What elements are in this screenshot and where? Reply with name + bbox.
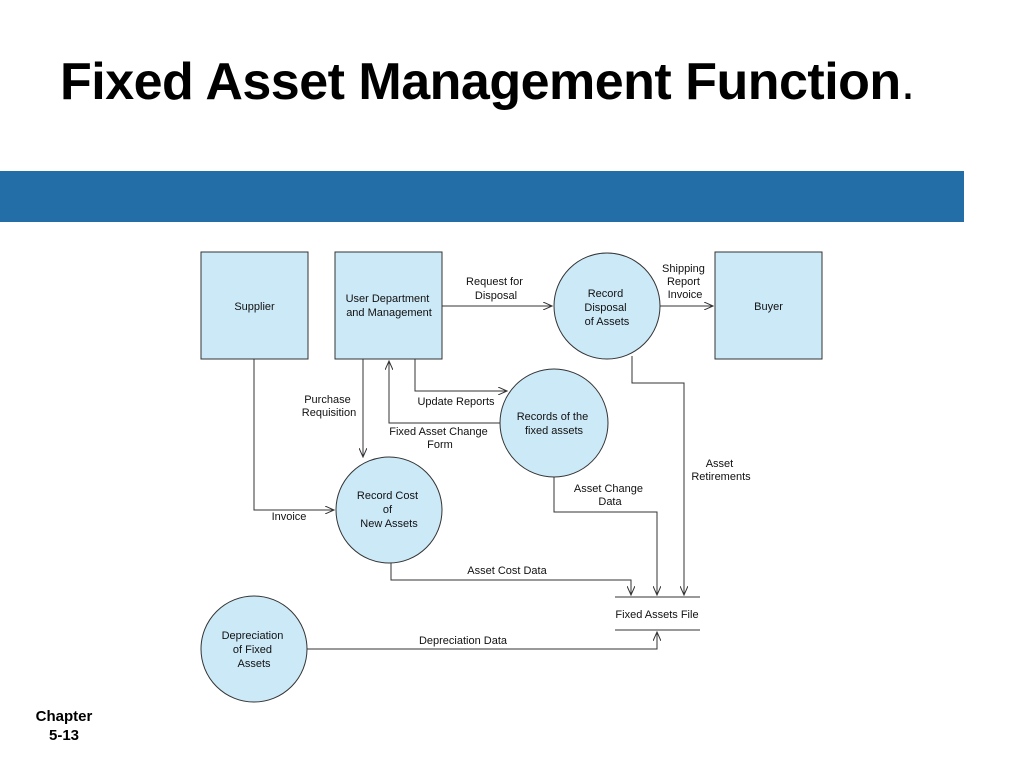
flow-label-depreciation-data: Depreciation Data (419, 635, 508, 647)
flow-label-invoice: Invoice (272, 511, 307, 523)
flow-label-asset-change-data: Asset Change Data (574, 483, 646, 508)
chapter-number: 5-13 (48, 727, 80, 744)
slide-title: Fixed Asset Management Function. (60, 52, 915, 112)
flow-asset-change-data (553, 477, 657, 595)
flow-asset-retirements (631, 356, 684, 595)
depreciation-label: Depreciation of Fixed Assets (222, 630, 287, 670)
flow-label-fixed-asset-change-form: Fixed Asset Change Form (389, 426, 491, 451)
flow-fixed-asset-change-form (389, 361, 500, 424)
record-disposal-label: Record Disposal of Assets (584, 288, 629, 328)
flow-asset-cost-data (390, 563, 631, 595)
record-cost-label: Record Cost of New Assets (357, 490, 421, 530)
buyer-entity (714, 251, 823, 360)
data-store-label: Fixed Assets File (615, 609, 698, 621)
header-band (0, 171, 964, 222)
flow-label-purchase-requisition: Purchase Requisition (302, 394, 356, 419)
flow-update-reports (414, 359, 507, 391)
slide-title-period: . (900, 53, 915, 111)
flow-depreciation-data (307, 632, 657, 650)
buyer-label: Buyer (754, 301, 783, 313)
flow-label-shipping-report: Shipping Report Invoice (662, 263, 708, 301)
flow-label-asset-retirements: Asset Retirements (691, 458, 751, 483)
flow-label-update-reports: Update Reports (417, 396, 495, 408)
user-department-entity (334, 251, 443, 360)
chapter-label: Chapter (35, 708, 93, 725)
records-fixed-assets-process (499, 368, 609, 478)
slide-title-text: Fixed Asset Management Function (60, 53, 901, 111)
flow-label-request-disposal: Request for Disposal (466, 276, 526, 302)
flow-invoice (253, 359, 334, 510)
supplier-label: Supplier (234, 301, 275, 313)
supplier-entity (200, 251, 309, 360)
user-department-label: User Department and Management (346, 293, 433, 319)
records-fixed-assets-label: Records of the fixed assets (517, 411, 592, 437)
flow-label-asset-cost-data: Asset Cost Data (467, 565, 547, 577)
chapter-footer: Chapter 5-13 (28, 707, 100, 745)
record-cost-process (335, 456, 443, 564)
